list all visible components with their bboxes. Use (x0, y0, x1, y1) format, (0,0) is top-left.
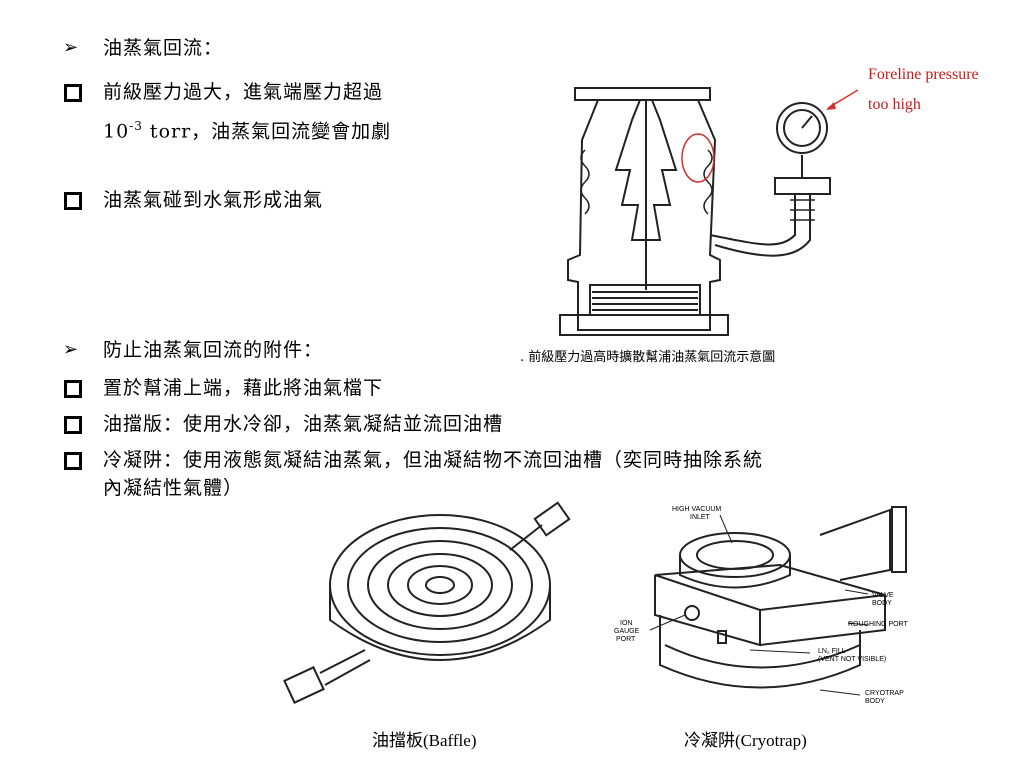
square-bullet-icon (64, 84, 82, 102)
foreline-annotation-line1: Foreline pressure (868, 66, 979, 83)
cryotrap-illustration: HIGH VACUUM INLET VALVE BODY ROUGHING PO… (614, 506, 908, 705)
cryotrap-ln2-label-2: (VENT NOT VISIBLE) (818, 656, 886, 663)
cryotrap-valve-label-1: VALVE (872, 592, 894, 599)
square-bullet-icon (64, 416, 82, 434)
square-bullet-icon (64, 452, 82, 470)
cryotrap-body-label-2: BODY (865, 698, 885, 705)
section1-item2: 油蒸氣碰到水氣形成油氣 (103, 189, 324, 211)
diagram1-caption: . 前級壓力過高時擴散幫浦油蒸氣回流示意圖 (520, 350, 776, 365)
cryotrap-ln2-label-1: LN₂ FILL (818, 648, 846, 655)
cryotrap-ion-label-1: ION (620, 620, 632, 627)
section2-item3-line1: 冷凝阱：使用液態氮凝結油蒸氣，但油凝結物不流回油槽（奕同時抽除系統 (103, 449, 764, 471)
arrow-bullet-icon: ➢ (63, 339, 79, 360)
section1-item1-line2: 10-3 torr，油蒸氣回流變會加劇 (103, 119, 392, 143)
cryotrap-caption: 冷凝阱(Cryotrap) (684, 731, 807, 750)
section1-heading: 油蒸氣回流： (103, 37, 224, 59)
baffle-illustration (283, 501, 571, 704)
foreline-annotation-line2: too high (868, 96, 921, 113)
cryotrap-roughing-label: ROUGHING PORT (848, 621, 908, 628)
cryotrap-body-label-1: CRYOTRAP (865, 690, 904, 697)
square-bullet-icon (64, 380, 82, 398)
diffusion-pump-diagram (559, 87, 859, 336)
section2-item2: 油擋版：使用水冷卻，油蒸氣凝結並流回油槽 (103, 413, 504, 435)
section1-item1-line1: 前級壓力過大，進氣端壓力超過 (103, 81, 384, 103)
square-bullet-icon (64, 192, 82, 210)
cryotrap-ion-label-3: PORT (616, 636, 636, 643)
cryotrap-inlet-label-2: INLET (690, 514, 711, 521)
cryotrap-ion-label-2: GAUGE (614, 628, 640, 635)
section2-item3-line2: 內凝結性氣體） (103, 477, 244, 499)
baffle-caption: 油擋板(Baffle) (372, 731, 477, 750)
section2-heading: 防止油蒸氣回流的附件： (103, 339, 324, 361)
arrow-bullet-icon: ➢ (63, 37, 79, 58)
cryotrap-valve-label-2: BODY (872, 600, 892, 607)
cryotrap-inlet-label-1: HIGH VACUUM (672, 506, 721, 513)
section2-item1: 置於幫浦上端，藉此將油氣檔下 (103, 377, 384, 399)
